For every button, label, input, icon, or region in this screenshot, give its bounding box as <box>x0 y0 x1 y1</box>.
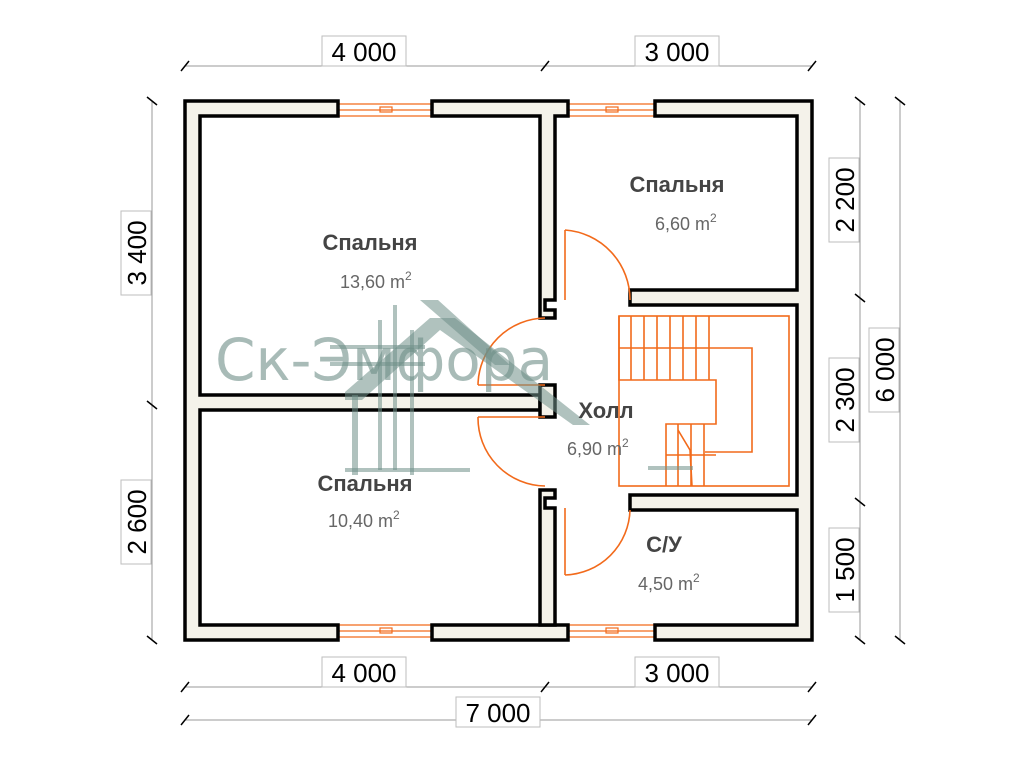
dim-bottom-1: 4 000 <box>331 658 396 688</box>
room-bedroom-1: Спальня 13,60 m2 <box>322 230 417 292</box>
room-area: 6,60 m2 <box>655 211 717 234</box>
dim-right-3: 1 500 <box>830 537 860 602</box>
dim-top-2: 3 000 <box>644 37 709 67</box>
dim-bottom-2: 3 000 <box>644 658 709 688</box>
room-name: Спальня <box>322 230 417 255</box>
watermark-text: Ск-Эмфора <box>215 326 553 394</box>
dim-total-width: 7 000 <box>465 698 530 728</box>
room-bathroom: С/У 4,50 m2 <box>638 532 700 594</box>
room-area: 10,40 m2 <box>328 508 400 531</box>
room-bedroom-2: Спальня 6,60 m2 <box>629 172 724 234</box>
room-hall: Холл 6,90 m2 <box>567 398 634 459</box>
room-name: Спальня <box>629 172 724 197</box>
watermark-logo: Ск-Эмфора <box>215 300 693 475</box>
room-name: Спальня <box>317 471 412 496</box>
dim-right-1: 2 200 <box>830 167 860 232</box>
dim-top-1: 4 000 <box>331 37 396 67</box>
dim-right-2: 2 300 <box>830 367 860 432</box>
room-area: 4,50 m2 <box>638 571 700 594</box>
dimension-labels: 4 000 3 000 4 000 3 000 7 000 3 400 2 60… <box>120 35 900 728</box>
dim-left-1: 3 400 <box>122 220 152 285</box>
room-bedroom-3: Спальня 10,40 m2 <box>317 471 412 531</box>
walls <box>183 99 814 642</box>
windows <box>338 103 655 638</box>
room-name: Холл <box>578 398 633 423</box>
room-area: 6,90 m2 <box>567 436 629 459</box>
room-area: 13,60 m2 <box>340 269 412 292</box>
room-name: С/У <box>646 532 682 557</box>
dim-total-height: 6 000 <box>870 337 900 402</box>
dim-left-2: 2 600 <box>122 489 152 554</box>
dimension-lines <box>146 60 906 726</box>
staircase <box>618 315 790 487</box>
